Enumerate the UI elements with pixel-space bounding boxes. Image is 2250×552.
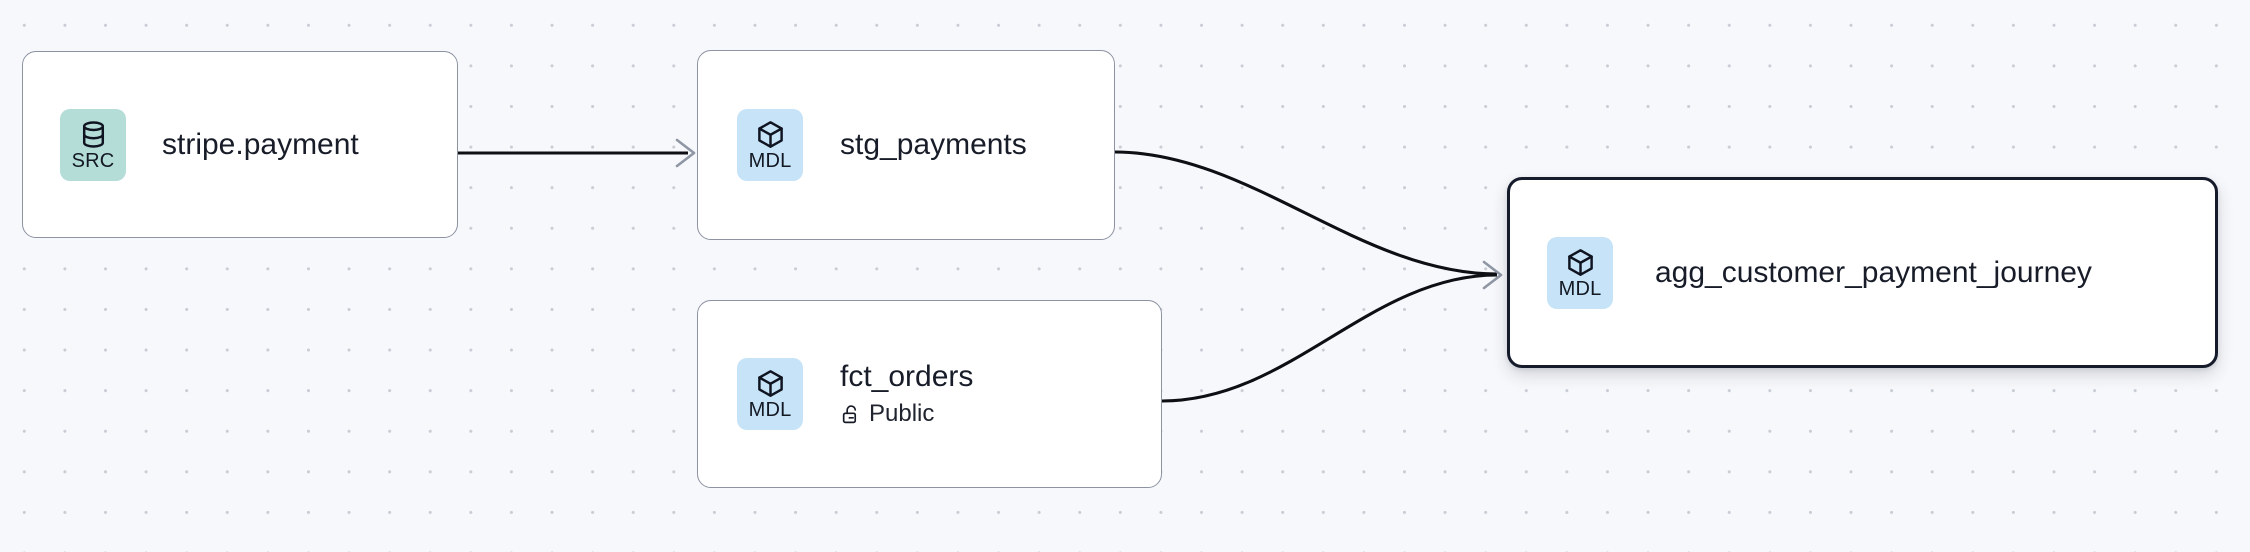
cube-icon: [757, 121, 783, 148]
visibility-label: Public: [869, 399, 935, 427]
edge-fct-to-agg: [1161, 260, 1503, 403]
badge-label: MDL: [748, 399, 792, 421]
arrowhead-icon: [675, 138, 696, 168]
node-body: stripe.payment: [162, 127, 359, 162]
lineage-node-stripe-payment[interactable]: SRC stripe.payment: [22, 51, 458, 238]
badge-label: MDL: [748, 150, 792, 172]
database-icon: [82, 120, 104, 148]
node-title: agg_customer_payment_journey: [1655, 255, 2092, 289]
lineage-node-stg-payments[interactable]: MDL stg_payments: [697, 50, 1115, 240]
arrowhead-icon: [1482, 260, 1503, 290]
node-body: stg_payments: [840, 127, 1027, 162]
node-title: stripe.payment: [162, 127, 359, 161]
node-type-badge-mdl: MDL: [737, 358, 803, 430]
lineage-node-fct-orders[interactable]: MDL fct_orders Public: [697, 300, 1162, 488]
badge-label: MDL: [1558, 277, 1602, 300]
node-body: fct_orders Public: [840, 359, 973, 428]
node-visibility: Public: [840, 400, 973, 429]
node-type-badge-mdl: MDL: [737, 109, 803, 181]
unlock-icon: [842, 404, 857, 423]
node-type-badge-src: SRC: [60, 108, 126, 181]
edge-stg-to-agg: [1114, 150, 1498, 276]
cube-icon: [757, 370, 783, 397]
cube-icon: [1567, 248, 1593, 276]
lineage-node-agg-customer-payment-journey[interactable]: MDL agg_customer_payment_journey: [1507, 177, 2218, 368]
node-type-badge-mdl: MDL: [1547, 236, 1613, 309]
badge-label: SRC: [71, 149, 115, 172]
node-title: fct_orders: [840, 360, 974, 394]
node-title: stg_payments: [840, 128, 1027, 162]
node-body: agg_customer_payment_journey: [1655, 255, 2092, 290]
edge-stripe-to-stg: [458, 138, 696, 168]
